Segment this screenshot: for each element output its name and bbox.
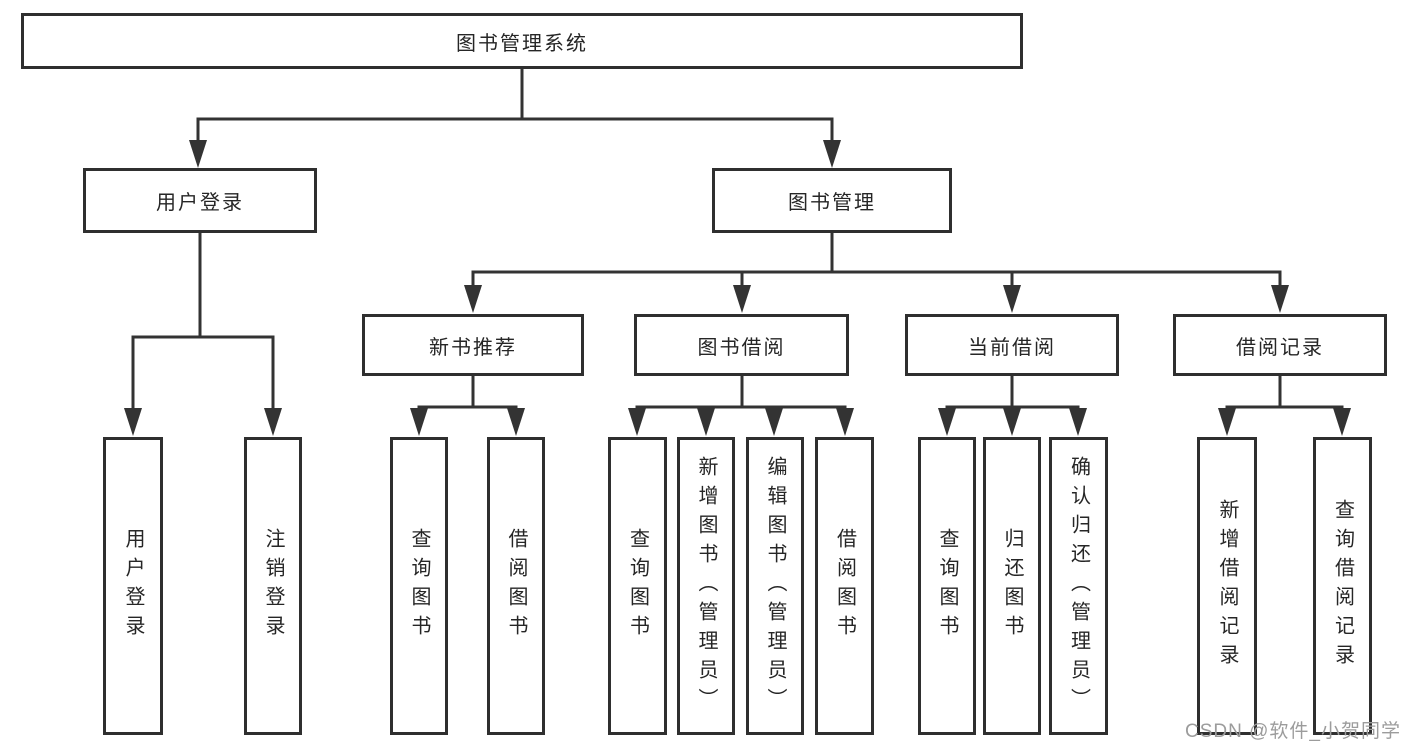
leaf-user-login: 用户登录 (103, 437, 163, 735)
leaf-logout: 注销登录 (244, 437, 302, 735)
node-library-management-system: 图书管理系统 (21, 13, 1023, 69)
node-label: 图书管理系统 (456, 32, 588, 55)
arrowhead-icon (697, 408, 715, 436)
leaf-edit-book-admin: 编辑图书（管理员） (746, 437, 804, 735)
arrowhead-icon (1003, 285, 1021, 313)
arrowhead-icon (1069, 408, 1087, 436)
arrowhead-icon (189, 140, 207, 168)
leaf-query-books-recommendation: 查询图书 (390, 437, 448, 735)
leaf-query-books-borrowing: 查询图书 (608, 437, 667, 735)
node-book-borrowing: 图书借阅 (634, 314, 849, 376)
leaf-label: 新增图书（管理员） (695, 455, 717, 717)
leaf-query-books-current: 查询图书 (918, 437, 976, 735)
leaf-confirm-return-admin: 确认归还（管理员） (1049, 437, 1108, 735)
leaf-label: 归还图书 (1001, 528, 1023, 644)
leaf-return-books: 归还图书 (983, 437, 1041, 735)
arrowhead-icon (765, 408, 783, 436)
node-user-login: 用户登录 (83, 168, 317, 233)
node-label: 借阅记录 (1236, 336, 1324, 359)
node-label: 新书推荐 (429, 336, 517, 359)
arrowhead-icon (464, 285, 482, 313)
arrowhead-icon (733, 285, 751, 313)
arrowhead-icon (1333, 408, 1351, 436)
node-label: 图书管理 (788, 192, 876, 214)
leaf-label: 借阅图书 (505, 528, 527, 644)
leaf-label: 确认归还（管理员） (1067, 455, 1090, 717)
leaf-label: 用户登录 (122, 528, 144, 644)
leaf-label: 新增借阅记录 (1216, 499, 1238, 673)
arrowhead-icon (1003, 408, 1021, 436)
leaf-label: 查询图书 (936, 528, 958, 644)
node-borrowing-records: 借阅记录 (1173, 314, 1387, 376)
arrowhead-icon (507, 408, 525, 436)
leaf-label: 查询借阅记录 (1331, 499, 1354, 673)
arrowhead-icon (124, 408, 142, 436)
watermark: CSDN @软件_小贺同学 (1185, 721, 1401, 742)
node-label: 当前借阅 (968, 336, 1056, 359)
arrowhead-icon (823, 140, 841, 168)
leaf-add-book-admin: 新增图书（管理员） (677, 437, 735, 735)
node-current-borrowing: 当前借阅 (905, 314, 1119, 376)
arrowhead-icon (836, 408, 854, 436)
arrowhead-icon (410, 408, 428, 436)
leaf-borrow-books-recommendation: 借阅图书 (487, 437, 545, 735)
node-book-management: 图书管理 (712, 168, 952, 233)
leaf-label: 查询图书 (408, 528, 430, 644)
node-new-book-recommendation: 新书推荐 (362, 314, 584, 376)
arrowhead-icon (628, 408, 646, 436)
arrowhead-icon (938, 408, 956, 436)
leaf-borrow-books-borrowing: 借阅图书 (815, 437, 874, 735)
leaf-query-borrow-record: 查询借阅记录 (1313, 437, 1372, 735)
arrowhead-icon (1271, 285, 1289, 313)
leaf-label: 编辑图书（管理员） (764, 455, 786, 717)
arrowhead-icon (264, 408, 282, 436)
arrowhead-icon (1218, 408, 1236, 436)
leaf-label: 查询图书 (626, 528, 649, 644)
leaf-label: 注销登录 (262, 528, 284, 644)
leaf-label: 借阅图书 (833, 528, 856, 644)
node-label: 图书借阅 (697, 336, 786, 359)
node-label: 用户登录 (156, 192, 244, 214)
leaf-add-borrow-record: 新增借阅记录 (1197, 437, 1257, 735)
